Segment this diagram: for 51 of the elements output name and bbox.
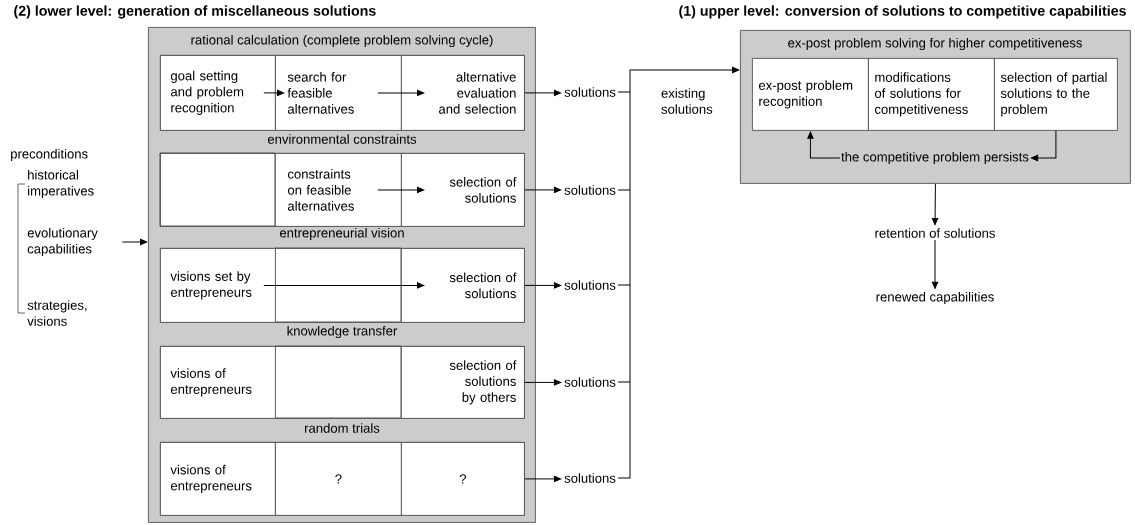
arrow	[263, 89, 285, 97]
arrow	[524, 475, 562, 483]
table-cell: selection of solutions	[401, 248, 525, 323]
table-cell: ?	[275, 442, 402, 516]
text-label: solutions	[564, 87, 616, 97]
table-cell: constraints on feasible alternatives	[275, 153, 402, 227]
arrow	[617, 66, 740, 479]
arrow	[1030, 130, 1057, 162]
table-cell: search for feasible alternatives	[275, 55, 402, 131]
arrow	[377, 89, 425, 97]
row-heading: entrepreneurial vision	[279, 227, 404, 241]
table-cell: goal setting and problem recognition	[160, 55, 276, 131]
panel-title: (1) upper level: conversion of solutions to competitive capabilities	[679, 5, 1126, 19]
arrow	[524, 379, 562, 386]
panel-title: (2) lower level: generation of miscellaneous solutions	[14, 5, 376, 19]
row-heading: knowledge transfer	[287, 325, 398, 339]
text-label: solutions	[564, 185, 616, 195]
text-label: renewed capabilities	[876, 291, 994, 305]
text-label: solutions	[564, 473, 616, 483]
text-label: solutions	[564, 377, 616, 387]
label-text: strategies, visions	[27, 300, 87, 326]
arrow	[524, 186, 562, 194]
table-cell: selection of solutions by others	[401, 346, 525, 419]
arrow	[263, 282, 425, 289]
arrow	[377, 186, 425, 194]
text-label: evolutionary capabilities	[27, 227, 98, 257]
label-text: historical imperatives	[28, 169, 94, 199]
table-cell: selection of partial solutions to the problem	[994, 58, 1118, 131]
panel-heading: ex-post problem solving for higher competitiveness	[788, 37, 1082, 51]
row-heading: random trials	[305, 423, 380, 433]
table-cell: selection of solutions	[401, 153, 525, 227]
table-cell: modifications of solutions for competitiveness	[868, 58, 995, 131]
table-cell: visions of entrepreneurs	[160, 442, 276, 516]
table-cell: alternative evaluation and selection	[401, 55, 525, 131]
text-label: solutions	[564, 280, 616, 290]
table-cell: visions set by entrepreneurs	[160, 248, 276, 323]
row-heading: rational calculation (complete problem solving cycle)	[191, 34, 493, 48]
table-cell: ex-post problem recognition	[752, 58, 869, 131]
arrow	[807, 131, 841, 159]
arrow	[524, 89, 562, 97]
table-cell: ?	[401, 442, 525, 516]
arrow	[121, 238, 148, 246]
text-label: retention of solutions	[875, 228, 995, 238]
edge-label: existing solutions	[661, 88, 713, 114]
text-label: the competitive problem persists	[841, 151, 1029, 165]
table-cell: visions of entrepreneurs	[160, 346, 276, 419]
row-heading: environmental constraints	[267, 134, 417, 144]
arrow	[931, 183, 939, 226]
arrow	[931, 239, 939, 289]
arrow	[524, 282, 562, 289]
label-text: preconditions	[11, 148, 88, 162]
